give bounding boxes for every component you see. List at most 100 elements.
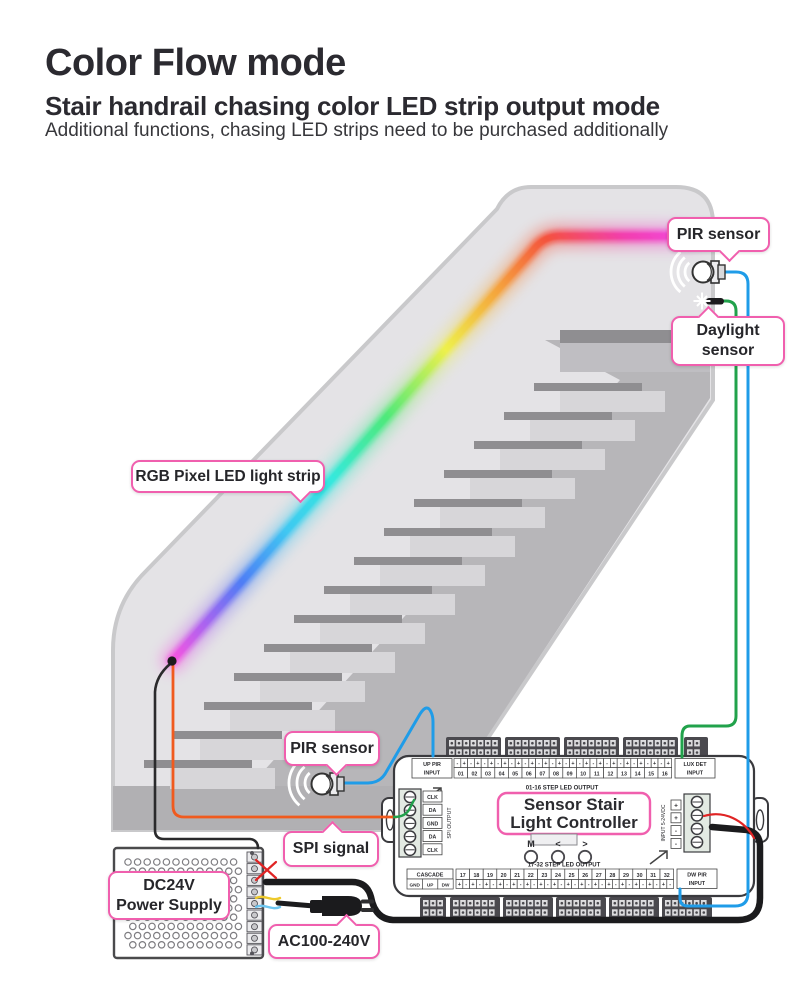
psu-terminal-screw: [251, 888, 258, 896]
vent-hole: [186, 940, 195, 949]
wire-slot-hole: [486, 741, 490, 745]
channel-number: 07: [539, 771, 545, 777]
wire-slot-hole: [656, 751, 659, 754]
polarity-box: [670, 838, 682, 849]
vent-hole: [172, 931, 180, 940]
power-screws: [690, 795, 704, 849]
polarity-mark: +: [607, 882, 610, 888]
wire-slot-hole: [507, 901, 511, 905]
psu-terminal-screw: [251, 865, 258, 873]
channel-number: 20: [501, 873, 507, 879]
wire-controller-red: [702, 813, 756, 840]
stair-light-controller: UP PIR INPUT LUX DET INPUT 01-+02-+03-+0…: [381, 737, 769, 919]
wire-slot-hole: [568, 751, 572, 754]
vent-hole: [191, 931, 200, 940]
step-nosing: [444, 470, 552, 478]
vent-hole: [129, 922, 137, 931]
vent-hole: [229, 858, 238, 866]
polarity-mark: +: [512, 882, 515, 888]
spi-port-caption: SPI OUTPUT: [447, 807, 453, 839]
vent-hole: [234, 885, 243, 894]
wire-slot-hole: [620, 911, 624, 914]
step-nosing: [294, 615, 402, 623]
wire-slot-hole: [642, 901, 645, 905]
channel-number: 32: [664, 873, 670, 879]
vent-hole: [167, 922, 176, 931]
label-spi-signal: SPI signal: [283, 821, 379, 867]
mode-button[interactable]: [577, 849, 593, 865]
step-tread: [260, 681, 365, 702]
wire-slot-hole: [590, 741, 593, 745]
wire-slot-hole: [702, 911, 706, 914]
vent-hole: [153, 931, 161, 940]
channel-number: 11: [594, 771, 600, 777]
wire-slot-hole: [627, 751, 631, 754]
polarity-mark: -: [497, 761, 499, 767]
wire-slot-hole: [450, 741, 454, 745]
wire-slot-hole: [590, 751, 593, 754]
wire-slot-hole: [521, 911, 525, 914]
polarity-mark: +: [571, 761, 574, 767]
psu-terminal-screw: [251, 946, 258, 954]
wire-slot-hole: [649, 741, 652, 745]
wire-slot-hole: [688, 751, 692, 754]
wire-slot-hole: [438, 911, 442, 914]
step-tread: [350, 594, 455, 615]
top-wire-blocks: [446, 737, 708, 759]
spi-pin-box: [422, 803, 443, 816]
wire-slot-hole: [529, 911, 532, 914]
vent-hole: [196, 940, 204, 949]
polarity-box: [670, 812, 682, 824]
wire-slot-hole: [596, 911, 600, 914]
polarity-mark: -: [675, 828, 677, 835]
polarity-mark: +: [667, 761, 670, 767]
step-tread: [410, 536, 515, 557]
vent-hole: [225, 867, 233, 876]
polarity-mark: +: [635, 882, 638, 888]
polarity-mark: +: [471, 882, 474, 888]
vent-hole: [225, 922, 233, 931]
page-subtitle: Stair handrail chasing color LED strip o…: [45, 91, 660, 121]
top-output-caption: 01-16 STEP LED OUTPUT: [526, 786, 599, 792]
page-title: Color Flow mode: [45, 42, 346, 84]
mode-button[interactable]: [523, 849, 539, 865]
polarity-mark: -: [479, 882, 481, 888]
mode-button[interactable]: [550, 849, 566, 865]
polarity-mark: -: [593, 761, 595, 767]
wire-slot-hole: [454, 911, 458, 914]
channel-number: 28: [609, 873, 615, 879]
label-pir-sensor-top: PIR sensor: [667, 217, 770, 262]
wire-slot-hole: [531, 741, 534, 745]
wire-slot-hole: [635, 911, 638, 914]
polarity-mark: -: [506, 882, 508, 888]
vent-hole: [186, 922, 195, 931]
polarity-mark: +: [594, 882, 597, 888]
channel-number: 15: [648, 771, 654, 777]
wire-slot-hole: [673, 901, 677, 905]
vent-hole: [220, 858, 228, 866]
polarity-mark: -: [606, 761, 608, 767]
wire-slot-hole: [479, 751, 482, 754]
wire-slot-hole: [663, 741, 667, 745]
button-label: M: [527, 839, 535, 849]
polarity-mark: -: [601, 882, 603, 888]
step-tread: [170, 768, 275, 789]
vent-hole: [162, 858, 171, 866]
channel-number: 05: [512, 771, 518, 777]
channel-number: 29: [623, 873, 629, 879]
wire-slot-hole: [493, 741, 497, 745]
step-tread: [230, 710, 335, 731]
polarity-mark: -: [538, 761, 540, 767]
vent-hole: [234, 904, 243, 912]
step-nosing: [144, 760, 252, 768]
vent-hole: [177, 940, 185, 949]
wire-slot-hole: [545, 751, 549, 754]
wire-psu-yellow: [254, 895, 282, 901]
label-pir-sensor-bottom: PIR sensor: [284, 731, 380, 776]
page-note: Additional functions, chasing LED strips…: [45, 120, 669, 141]
controller-name-line2: Light Controller: [510, 813, 638, 832]
polarity-mark: +: [485, 882, 488, 888]
channel-number: 13: [621, 771, 627, 777]
vent-hole: [181, 858, 190, 866]
spi-pin-box: [422, 790, 443, 803]
